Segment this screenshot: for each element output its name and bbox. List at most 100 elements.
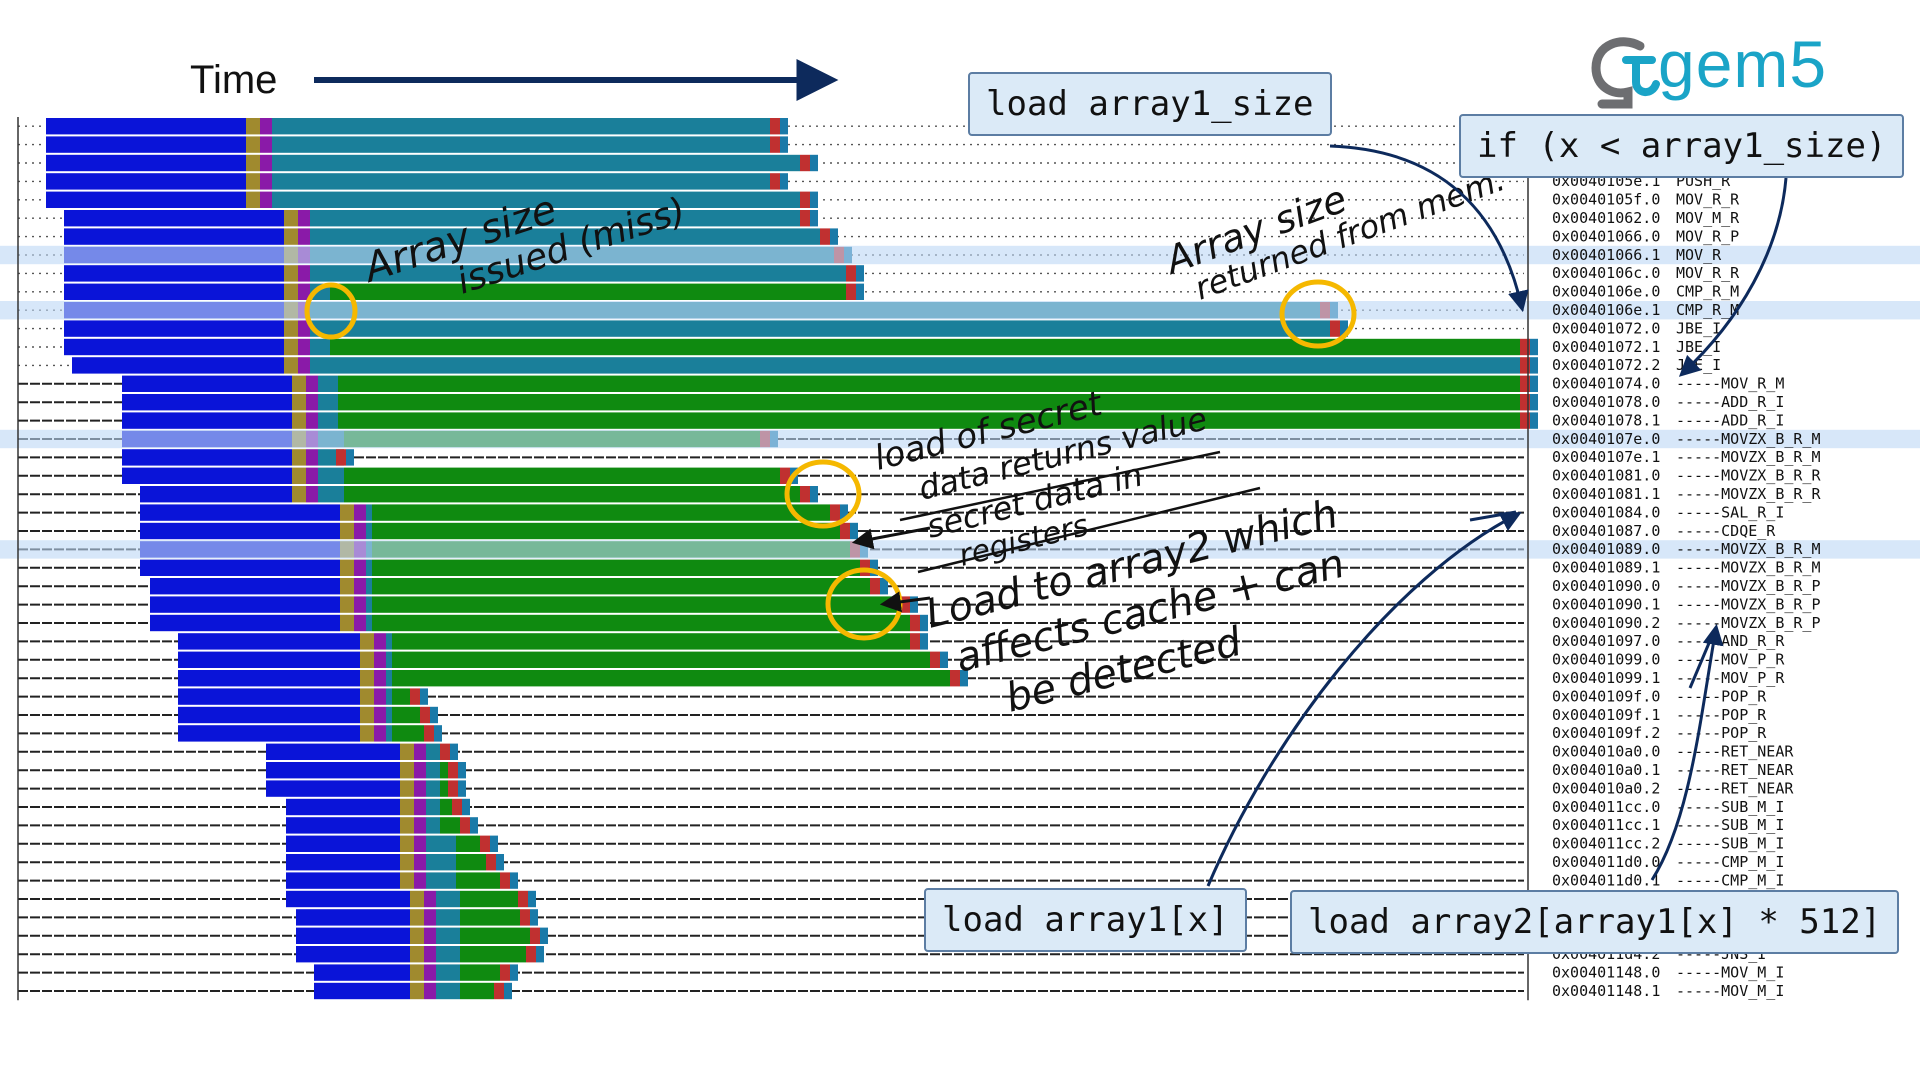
issue-stage-bar — [440, 817, 460, 834]
instruction-address: 0x00401087.0 — [1552, 522, 1660, 540]
instruction-address: 0x00401099.0 — [1552, 651, 1660, 669]
rename-stage-bar — [374, 725, 386, 742]
issue-stage-bar — [392, 651, 930, 668]
issue-stage-bar — [292, 136, 770, 153]
decode-stage-bar — [410, 890, 424, 908]
rename-stage-bar — [424, 946, 436, 963]
instruction-address: 0x00401081.1 — [1552, 485, 1660, 503]
decode-stage-bar — [340, 596, 354, 613]
rename-stage-bar — [354, 559, 366, 576]
dispatch-stage-bar — [366, 596, 372, 613]
decode-stage-bar — [284, 210, 298, 227]
decode-stage-bar — [360, 633, 374, 650]
retire-marker — [856, 283, 864, 300]
issue-stage-bar — [330, 357, 1520, 374]
issue-stage-bar — [330, 210, 800, 227]
retire-marker — [920, 633, 928, 650]
decode-stage-bar — [400, 743, 414, 760]
rename-stage-bar — [374, 688, 386, 705]
fetch-stage-bar — [122, 412, 292, 429]
instruction-opcode: MOV_M_R — [1676, 209, 1740, 227]
decode-stage-bar — [246, 154, 260, 172]
instruction-address: 0x00401089.0 — [1552, 540, 1660, 558]
dispatch-stage-bar — [318, 467, 344, 484]
instruction-address: 0x00401090.0 — [1552, 577, 1660, 595]
instruction-opcode: -----MOVZX_B_R_P — [1676, 595, 1821, 613]
highlighted-row — [0, 429, 1920, 449]
rename-stage-bar — [414, 835, 426, 852]
fetch-stage-bar — [286, 854, 400, 871]
decode-stage-bar — [292, 467, 306, 484]
instruction-address: 0x00401078.1 — [1552, 411, 1660, 429]
fetch-stage-bar — [178, 688, 360, 705]
instruction-opcode: MOV_R — [1676, 246, 1722, 264]
retire-marker — [810, 154, 818, 172]
complete-marker — [410, 688, 420, 705]
decode-stage-bar — [292, 375, 306, 392]
dispatch-stage-bar — [310, 283, 330, 300]
issue-stage-bar — [372, 578, 870, 595]
dispatch-stage-bar — [310, 228, 330, 245]
fetch-stage-bar — [286, 890, 410, 908]
dispatch-stage-bar — [366, 522, 372, 540]
gem5-logo-text: gem5 — [1658, 27, 1828, 101]
rename-stage-bar — [424, 964, 436, 981]
dispatch-stage-bar — [426, 835, 456, 852]
instruction-opcode: MOV_R_P — [1676, 227, 1739, 245]
instruction-address: 0x004011cc.1 — [1552, 816, 1660, 834]
decode-stage-bar — [410, 982, 424, 1000]
fetch-stage-bar — [72, 357, 284, 374]
rename-stage-bar — [306, 467, 318, 484]
dispatch-stage-bar — [386, 633, 392, 650]
fetch-stage-bar — [266, 780, 400, 797]
fetch-stage-bar — [178, 725, 360, 742]
complete-marker — [500, 872, 510, 889]
instruction-opcode: -----SUB_M_I — [1676, 798, 1784, 816]
fetch-stage-bar — [178, 670, 360, 687]
instruction-opcode: -----MOVZX_B_R_M — [1676, 430, 1821, 448]
complete-marker — [1520, 338, 1530, 356]
instruction-address: 0x0040109f.0 — [1552, 687, 1660, 705]
fetch-stage-bar — [314, 982, 410, 1000]
instruction-address: 0x0040106e.0 — [1552, 283, 1660, 301]
rename-stage-bar — [260, 191, 272, 208]
fetch-stage-bar — [64, 283, 284, 300]
instruction-address: 0x0040109f.1 — [1552, 706, 1660, 724]
issue-stage-bar — [392, 706, 420, 724]
instruction-opcode: -----SAL_R_I — [1676, 503, 1784, 521]
fetch-stage-bar — [296, 946, 410, 963]
complete-marker — [950, 670, 960, 687]
complete-marker — [900, 596, 910, 613]
instruction-opcode: -----ADD_R_I — [1676, 393, 1784, 411]
instruction-opcode: MOV_R_R — [1676, 264, 1740, 282]
dispatch-stage-bar — [272, 136, 292, 153]
instruction-opcode: JBE_I — [1676, 338, 1721, 356]
complete-marker — [1330, 320, 1340, 337]
instruction-opcode: -----AND_R_R — [1676, 632, 1785, 650]
instruction-opcode: -----CMP_M_I — [1676, 853, 1784, 871]
instruction-opcode: -----ADD_R_I — [1676, 411, 1784, 429]
issue-stage-bar — [440, 780, 448, 797]
instruction-opcode: -----CDQE_R — [1676, 522, 1776, 540]
decode-stage-bar — [284, 228, 298, 245]
dispatch-stage-bar — [318, 394, 338, 411]
instruction-opcode: -----MOVZX_B_R_R — [1676, 467, 1821, 485]
rename-stage-bar — [298, 228, 310, 245]
instruction-address: 0x00401090.1 — [1552, 595, 1660, 613]
complete-marker — [460, 817, 470, 834]
instruction-opcode: -----SUB_M_I — [1676, 835, 1784, 853]
rename-stage-bar — [414, 743, 426, 760]
dispatch-stage-bar — [310, 357, 330, 374]
fetch-stage-bar — [140, 504, 340, 521]
issue-stage-bar — [330, 320, 1330, 337]
fetch-stage-bar — [122, 394, 292, 411]
gem5-logo: gem5 — [1582, 27, 1868, 114]
decode-stage-bar — [360, 670, 374, 687]
complete-marker — [770, 118, 780, 135]
complete-marker — [336, 449, 346, 466]
dispatch-stage-bar — [386, 670, 392, 687]
instruction-opcode: JBE_I — [1676, 319, 1721, 337]
issue-stage-bar — [456, 854, 486, 871]
decode-stage-bar — [400, 854, 414, 871]
decode-stage-bar — [400, 780, 414, 797]
